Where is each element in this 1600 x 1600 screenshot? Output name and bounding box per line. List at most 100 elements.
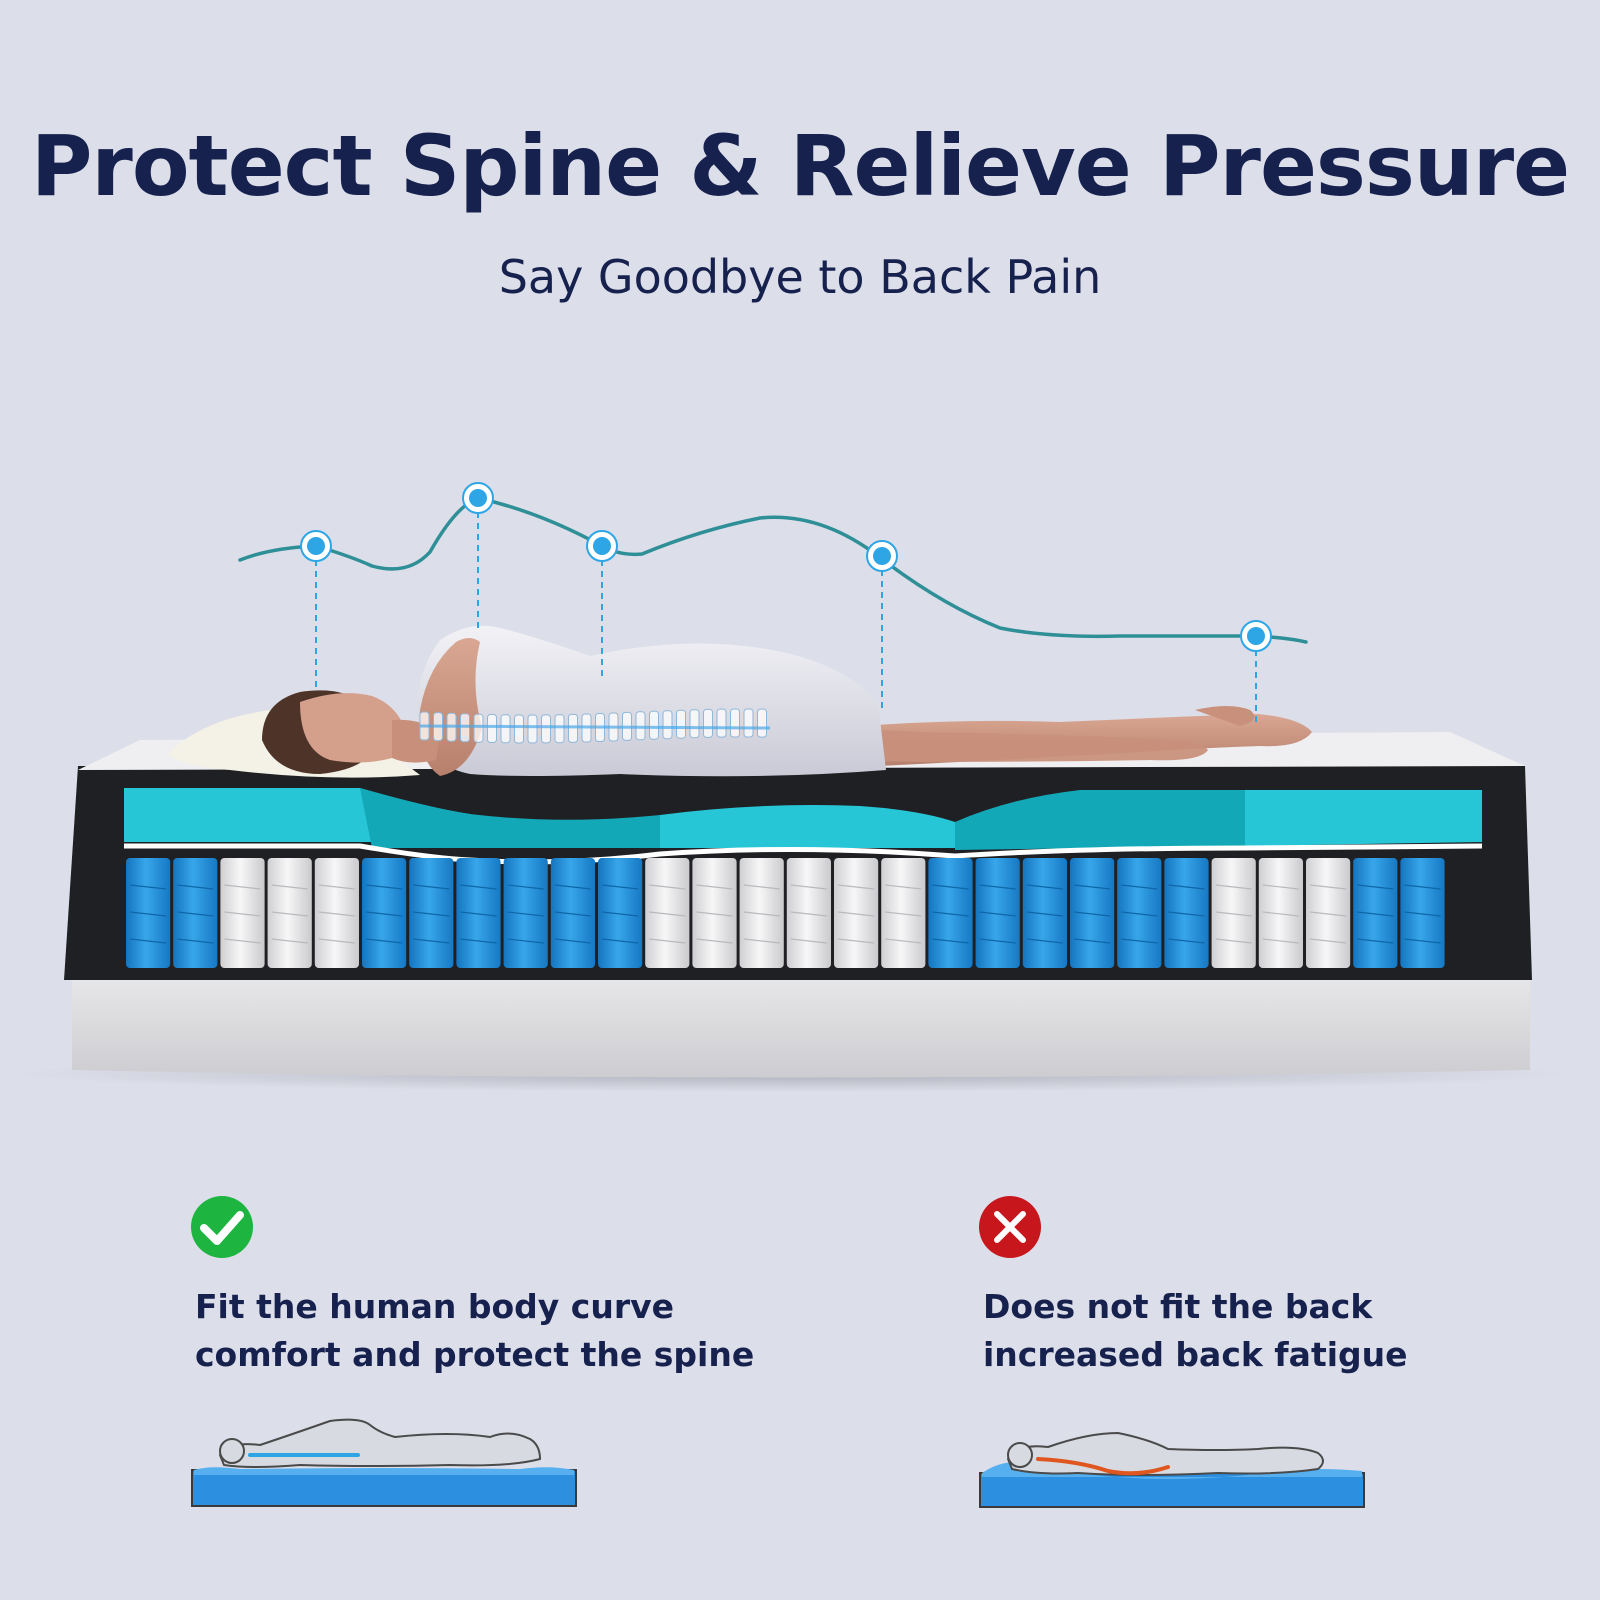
- spring-coil-line: [365, 884, 403, 890]
- spring-coil-line: [1026, 911, 1064, 917]
- spring-coil-line: [413, 884, 450, 890]
- spring-coil-line: [460, 884, 497, 890]
- spring-coil-line: [554, 938, 592, 944]
- spring-coil-line: [1262, 911, 1300, 917]
- spring-coil-line: [649, 911, 686, 917]
- spring-coil-line: [1121, 884, 1158, 890]
- spring-coil-line: [224, 884, 261, 890]
- spring-coil-line: [413, 911, 450, 917]
- spring-coil-line: [837, 884, 875, 890]
- vertebra: [473, 713, 484, 743]
- white-spring-coil: [834, 858, 879, 968]
- curve-connectors: [315, 512, 1257, 722]
- blue-spring-coil: [1164, 858, 1209, 968]
- spring-coil-line: [1168, 938, 1205, 944]
- spring-coil-line: [460, 938, 497, 944]
- spring-coil-line: [649, 938, 686, 944]
- white-spring-coil: [645, 858, 690, 968]
- spring-coil-line: [979, 911, 1016, 917]
- vertebra: [649, 710, 659, 740]
- spring-coil-line: [177, 938, 214, 944]
- blue-spring-coil: [456, 858, 501, 968]
- vertebra: [743, 708, 754, 738]
- spring-coil-line: [413, 938, 450, 944]
- mattress-illustration: [10, 482, 1570, 1092]
- spring-coil-line: [790, 911, 828, 917]
- blue-spring-coil: [1070, 858, 1115, 968]
- spring-coil-line: [649, 884, 686, 890]
- good-fit-line-2: comfort and protect the spine: [195, 1335, 755, 1374]
- spring-coil-line: [696, 938, 733, 944]
- vertebra: [662, 710, 673, 740]
- spring-coil-line: [932, 938, 969, 944]
- spring-coil-line: [129, 911, 167, 917]
- spring-coil-line: [743, 938, 780, 944]
- subheadline: Say Goodbye to Back Pain: [498, 250, 1102, 304]
- vertebra: [527, 714, 538, 744]
- bad-posture-diagram: [979, 1431, 1365, 1508]
- spring-coil-line: [1168, 884, 1205, 890]
- vertebra: [514, 714, 524, 744]
- spring-coil-line: [885, 938, 922, 944]
- spine-skeleton: [419, 708, 771, 744]
- spinal-cord-line: [419, 724, 771, 730]
- bad-fit-caption: Does not fit the back increased back fat…: [983, 1283, 1408, 1379]
- spring-coil-line: [318, 884, 356, 890]
- blue-spring-coil: [1022, 858, 1067, 968]
- vertebra: [541, 714, 551, 744]
- spring-coil-line: [365, 938, 403, 944]
- white-spring-coil: [739, 858, 784, 968]
- spring-coil-line: [601, 884, 639, 890]
- spring-coil-line: [554, 911, 592, 917]
- headline: Protect Spine & Relieve Pressure: [30, 117, 1570, 215]
- blue-spring-coil: [173, 858, 218, 968]
- vertebra: [730, 708, 740, 738]
- spring-coil-line: [1168, 911, 1205, 917]
- good-fit-panel: Fit the human body curve comfort and pro…: [190, 1195, 830, 1535]
- vertebra: [689, 709, 700, 739]
- white-spring-coil: [1258, 858, 1303, 968]
- vertebra: [500, 714, 511, 744]
- spring-coil-line: [460, 911, 497, 917]
- check-icon: [191, 1196, 253, 1258]
- spring-coil-line: [837, 938, 875, 944]
- vertebra: [716, 708, 727, 738]
- spring-coil-line: [129, 884, 167, 890]
- spring-coil-line: [743, 884, 780, 890]
- blue-spring-coil: [550, 858, 595, 968]
- spring-coil-line: [790, 884, 828, 890]
- spring-coil-line: [601, 911, 639, 917]
- blue-spring-coil: [1353, 858, 1398, 968]
- blue-spring-coil: [975, 858, 1020, 968]
- marker-dot: [873, 547, 891, 565]
- white-spring-coil: [1306, 858, 1351, 968]
- marker-dot: [469, 489, 487, 507]
- good-posture-diagram: [191, 1418, 577, 1507]
- spring-coil-line: [1404, 911, 1441, 917]
- pocket-spring-row: [126, 858, 1445, 968]
- spring-coil-line: [1073, 938, 1111, 944]
- spring-coil-line: [1309, 938, 1347, 944]
- pressure-point-markers: [300, 482, 1272, 652]
- spring-coil-line: [1404, 938, 1441, 944]
- spring-coil-line: [1262, 938, 1300, 944]
- white-spring-coil: [692, 858, 737, 968]
- spring-coil-line: [271, 911, 308, 917]
- spring-coil-line: [1121, 938, 1158, 944]
- cross-icon: [979, 1196, 1041, 1258]
- white-spring-coil: [786, 858, 831, 968]
- spring-coil-line: [224, 938, 261, 944]
- spring-coil-line: [696, 884, 733, 890]
- spring-coil-line: [1309, 911, 1347, 917]
- bad-fit-line-2: increased back fatigue: [983, 1335, 1408, 1374]
- spring-coil-line: [507, 884, 544, 890]
- white-spring-coil: [314, 858, 359, 968]
- blue-spring-coil: [409, 858, 454, 968]
- spring-coil-line: [932, 884, 969, 890]
- spring-coil-line: [885, 884, 922, 890]
- spring-coil-line: [507, 911, 544, 917]
- marker-dot: [593, 537, 611, 555]
- spring-coil-line: [1215, 884, 1252, 890]
- bad-fit-panel: Does not fit the back increased back fat…: [978, 1195, 1600, 1535]
- spring-coil-line: [318, 911, 356, 917]
